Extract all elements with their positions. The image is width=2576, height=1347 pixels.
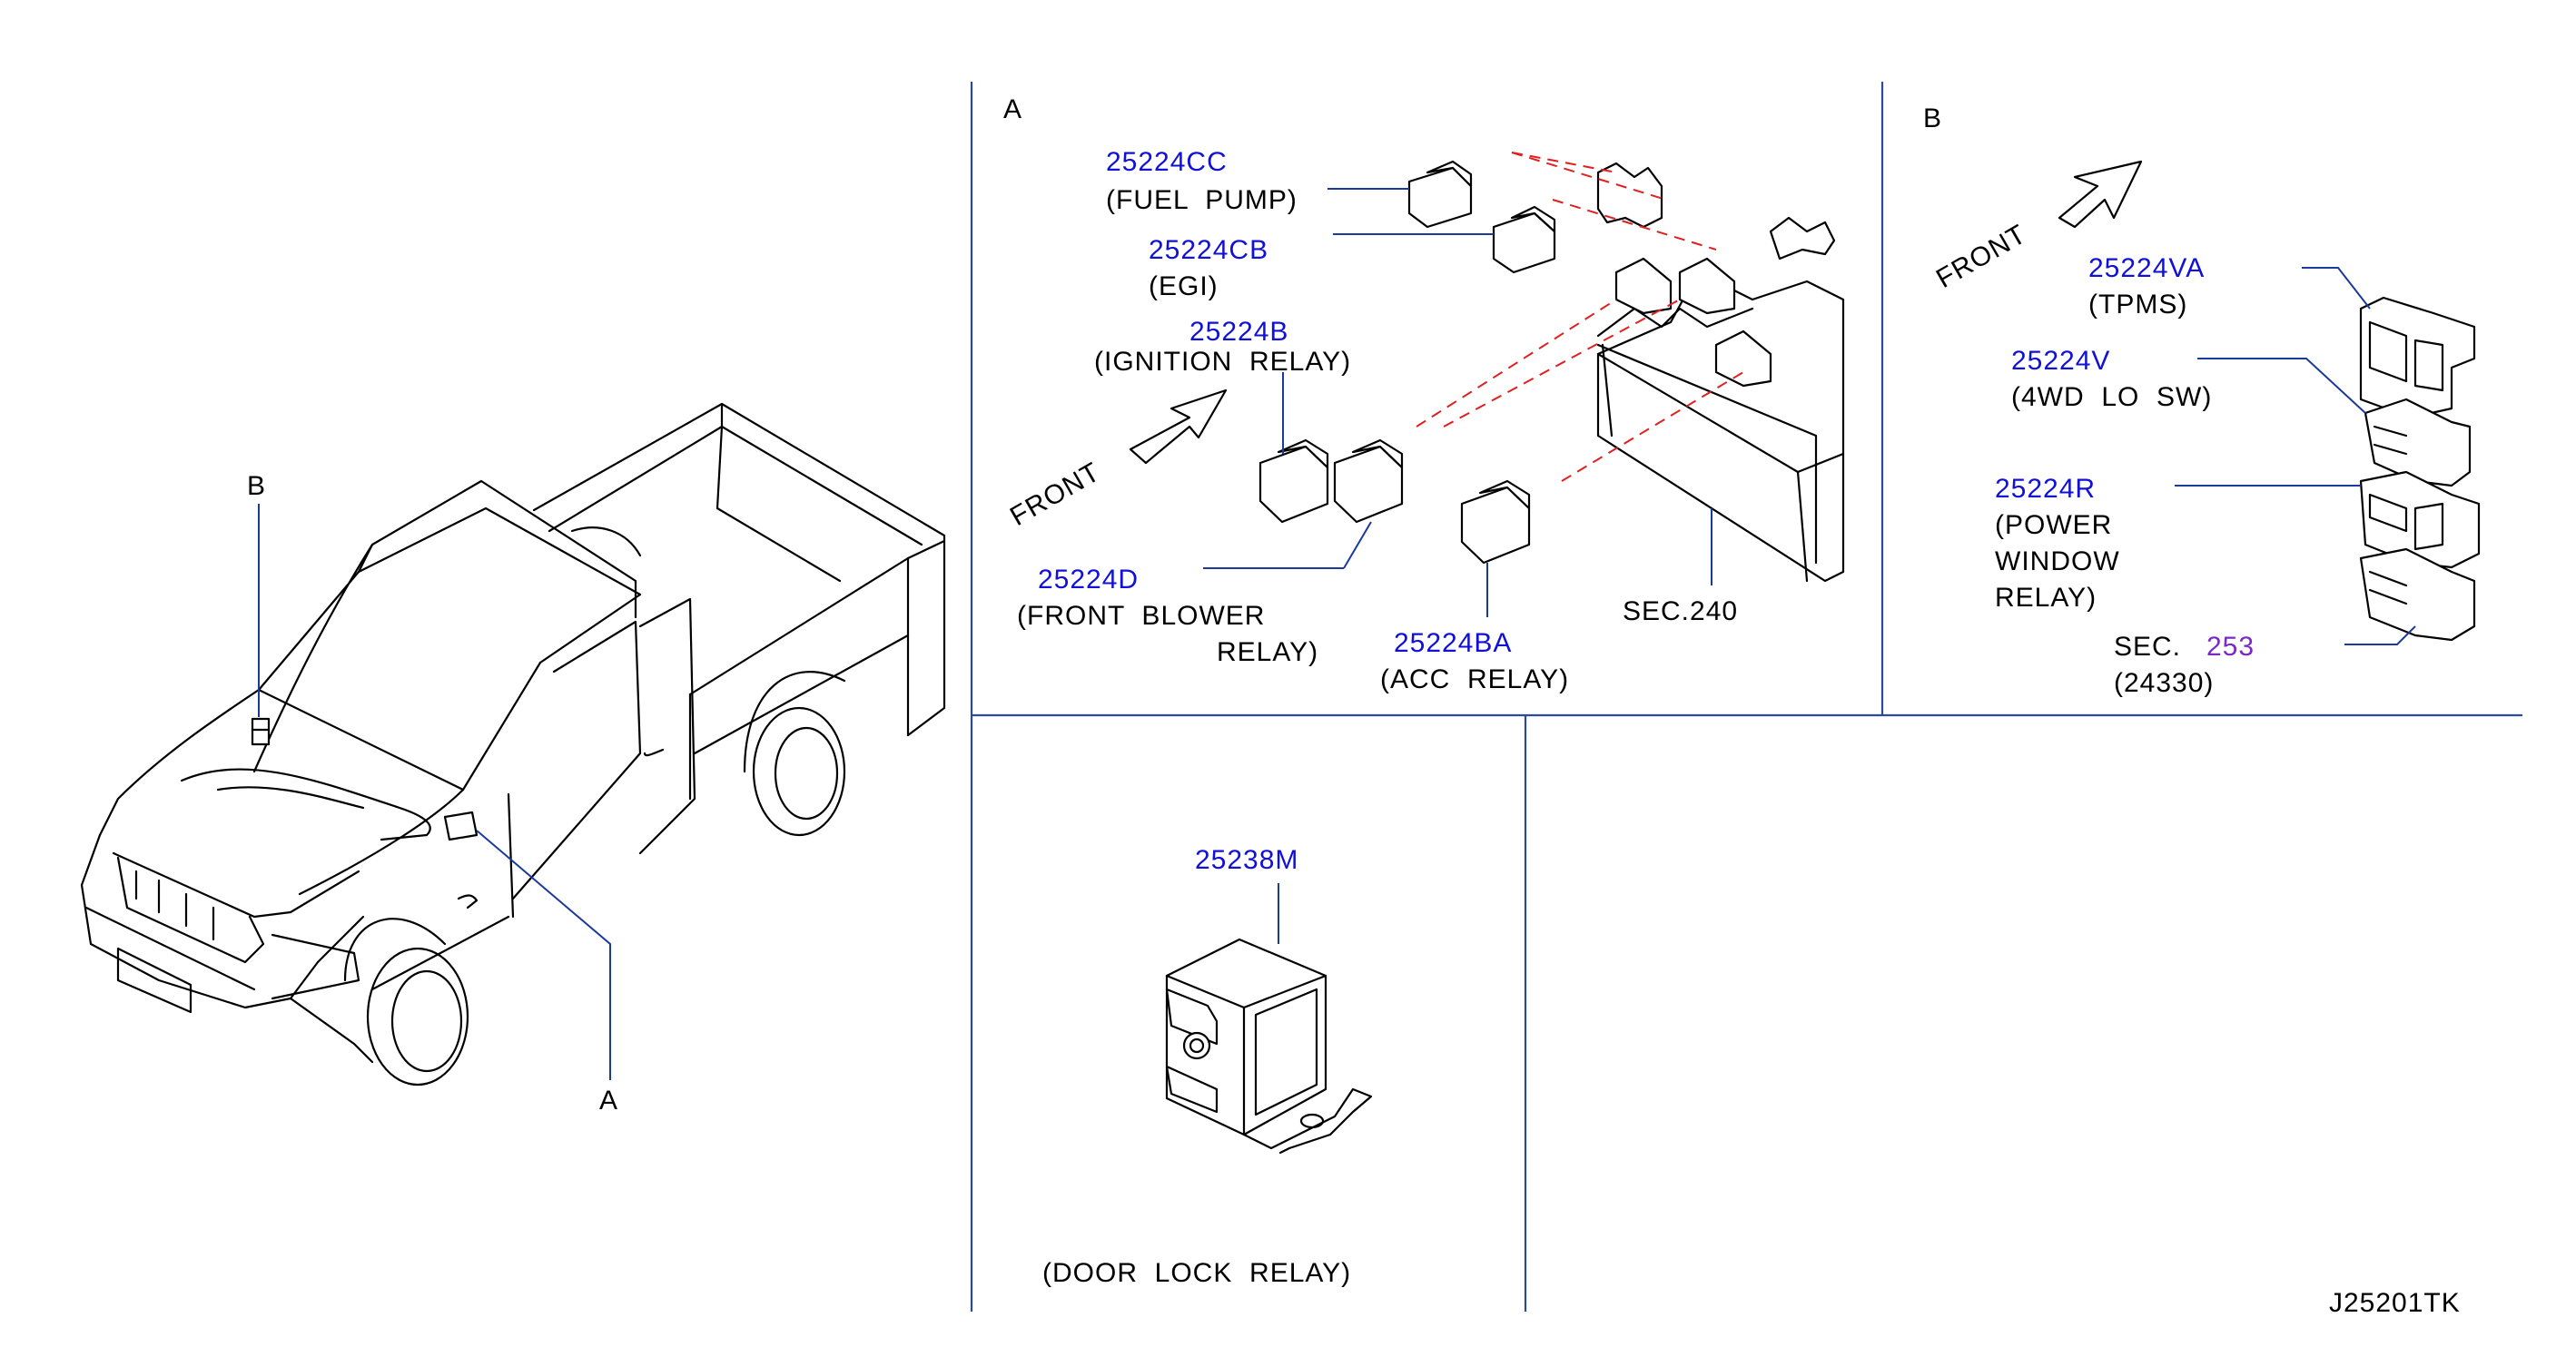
- view-a-phantom-lines: [1416, 152, 1744, 482]
- view-a-front-arrow-icon: [1129, 388, 1228, 465]
- power-window-desc-2: WINDOW: [1995, 546, 2120, 576]
- ignition-relay-drawing: [1258, 438, 1329, 524]
- fourwd-desc: (4WD LO SW): [2011, 382, 2212, 412]
- view-b-section-sub: (24330): [2114, 668, 2214, 698]
- view-a-leaders: [1203, 188, 1712, 617]
- egi-desc: (EGI): [1149, 271, 1219, 301]
- view-b-heading: B: [1923, 103, 1942, 133]
- ignition-relay-part-number[interactable]: 25224B: [1189, 317, 1288, 347]
- view-a-heading: A: [1003, 94, 1022, 124]
- front-blower-relay-desc-2: RELAY): [1217, 637, 1318, 667]
- view-a-front-label: FRONT: [1005, 457, 1105, 532]
- tpms-desc: (TPMS): [2088, 290, 2187, 320]
- tpms-part-number[interactable]: 25224VA: [2088, 253, 2205, 283]
- acc-relay-drawing: [1460, 479, 1531, 565]
- front-blower-relay-drawing: [1333, 438, 1404, 524]
- egi-part-number[interactable]: 25224CB: [1149, 235, 1268, 265]
- power-window-desc-3: RELAY): [1995, 583, 2097, 613]
- view-a-fuse-block-drawing: [1596, 162, 1845, 583]
- fuel-pump-relay-drawing: [1407, 160, 1473, 229]
- view-b-front-arrow-icon: [2058, 160, 2143, 229]
- front-blower-relay-part-number[interactable]: 25224D: [1038, 565, 1139, 595]
- egi-relay-drawing: [1492, 205, 1556, 274]
- pickup-truck-drawing: [80, 402, 946, 1086]
- power-window-desc-1: (POWER: [1995, 510, 2112, 540]
- drawing-code: J25201TK: [2329, 1288, 2461, 1318]
- view-b-relay-stack-drawing: [2359, 296, 2481, 642]
- front-blower-relay-desc-1: (FRONT BLOWER: [1017, 601, 1265, 631]
- view-b-section-prefix: SEC.: [2114, 632, 2181, 662]
- fourwd-part-number[interactable]: 25224V: [2011, 346, 2110, 376]
- fuel-pump-part-number[interactable]: 25224CC: [1106, 147, 1228, 177]
- overview-ref-b: B: [247, 471, 266, 501]
- door-lock-relay-drawing: [1165, 938, 1373, 1155]
- fuel-pump-desc: (FUEL PUMP): [1106, 185, 1298, 215]
- panel-frame: [970, 82, 2522, 1312]
- view-b-front-label: FRONT: [1931, 219, 2031, 294]
- view-a-section-ref[interactable]: SEC.240: [1623, 596, 1738, 626]
- door-lock-relay-part-number[interactable]: 25238M: [1195, 845, 1298, 875]
- acc-relay-part-number[interactable]: 25224BA: [1394, 628, 1512, 658]
- door-lock-relay-desc: (DOOR LOCK RELAY): [1042, 1258, 1351, 1288]
- overview-ref-a: A: [599, 1086, 618, 1116]
- view-b-section-link[interactable]: 253: [2206, 632, 2255, 662]
- power-window-part-number[interactable]: 25224R: [1995, 474, 2096, 504]
- acc-relay-desc: (ACC RELAY): [1380, 664, 1569, 694]
- ignition-relay-desc: (IGNITION RELAY): [1094, 347, 1351, 377]
- view-b-leaders: [2175, 267, 2416, 645]
